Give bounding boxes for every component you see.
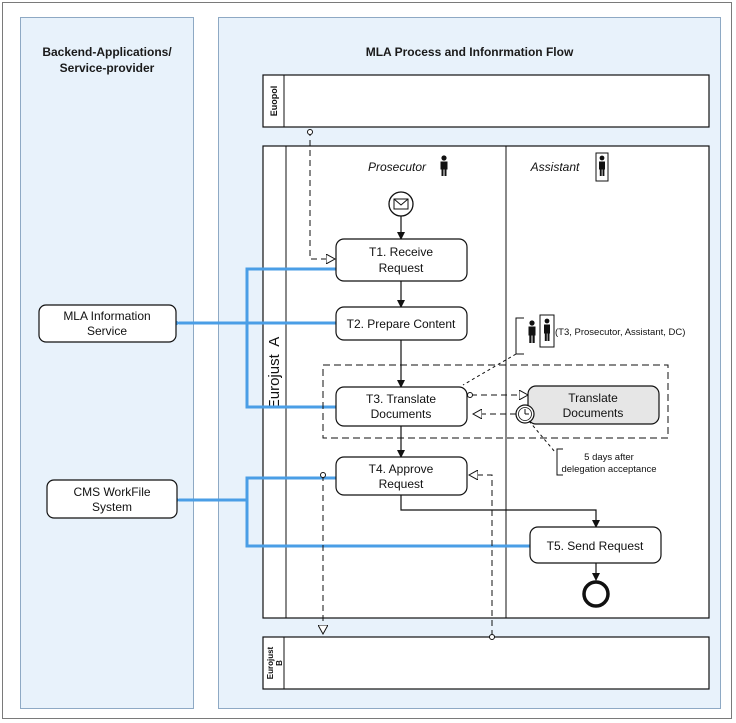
pool-eurojust-b-label1: Eurojust bbox=[266, 646, 275, 679]
person-icon bbox=[595, 152, 609, 182]
clock-icon bbox=[515, 404, 535, 424]
task-t1-line1: T1. Receive bbox=[369, 245, 433, 259]
process-title: MLA Process and Infonrmation Flow bbox=[365, 45, 574, 59]
information-flows bbox=[169, 267, 530, 548]
flow-t1-t3 bbox=[245, 267, 337, 409]
delegation-annotation: (T3, Prosecutor, Assistant, DC) bbox=[555, 327, 685, 338]
message-origin bbox=[307, 129, 313, 135]
pool-eurojust-b-label2: B bbox=[275, 660, 284, 666]
person-icon bbox=[440, 155, 448, 176]
task-t2-prepare-content[interactable]: T2. Prepare Content bbox=[335, 306, 468, 341]
process-diagram: Euopol Eurojust A Eurojust B Prosecutor … bbox=[38, 74, 710, 690]
task-t3-line2: Documents bbox=[371, 407, 432, 421]
deadline-line1: 5 days after bbox=[584, 452, 634, 463]
task-t5-label: T5. Send Request bbox=[547, 539, 644, 553]
deadline-line2: delegation acceptance bbox=[561, 464, 656, 475]
task-t5-send-request[interactable]: T5. Send Request bbox=[529, 526, 662, 564]
annotation-bracket bbox=[515, 317, 524, 355]
pool-eurojust-b: Eurojust B bbox=[262, 636, 710, 690]
service-cms-line1: CMS WorkFile bbox=[73, 485, 150, 499]
task-translate-line2: Documents bbox=[563, 406, 624, 420]
end-event-icon bbox=[582, 580, 610, 608]
task-t1-receive-request[interactable]: T1. Receive Request bbox=[335, 238, 468, 282]
lane-assistant-label: Assistant bbox=[530, 160, 580, 174]
backend-title-line2: Service-provider bbox=[59, 61, 155, 75]
flow-t4-t5 bbox=[245, 476, 530, 548]
annotation-bracket bbox=[556, 448, 563, 476]
task-translate-line1: Translate bbox=[568, 391, 618, 405]
task-t4-approve-request[interactable]: T4. Approve Request bbox=[335, 456, 468, 496]
task-t1-line2: Request bbox=[379, 261, 424, 275]
message-origin bbox=[489, 634, 495, 640]
task-t3-line1: T3. Translate bbox=[366, 392, 436, 406]
annotation-connector bbox=[462, 353, 517, 386]
envelope-icon bbox=[393, 198, 409, 210]
message-origin bbox=[320, 472, 326, 478]
annotation-connector bbox=[528, 420, 556, 453]
service-cms-workfile[interactable]: CMS WorkFile System bbox=[46, 479, 178, 519]
service-cms-line2: System bbox=[92, 500, 132, 514]
service-mla-information[interactable]: MLA Information Service bbox=[38, 304, 177, 343]
task-t4-line1: T4. Approve bbox=[369, 462, 434, 476]
message-flows bbox=[309, 130, 528, 636]
person-icon bbox=[539, 314, 555, 348]
task-t3-translate-documents[interactable]: T3. Translate Documents bbox=[335, 386, 468, 427]
service-mla-line1: MLA Information bbox=[63, 309, 150, 323]
task-t4-line2: Request bbox=[379, 477, 424, 491]
backend-panel: Backend-Applications/ Service-provider bbox=[20, 17, 194, 709]
lane-prosecutor-label: Prosecutor bbox=[368, 160, 427, 174]
pool-euopol: Euopol bbox=[262, 74, 710, 128]
task-translate-documents-delegated[interactable]: Translate Documents bbox=[527, 385, 660, 425]
sequence-flows bbox=[397, 216, 600, 581]
pool-eurojust-a-label: Eurojust A bbox=[266, 337, 283, 410]
person-icon bbox=[528, 320, 536, 343]
backend-title-line1: Backend-Applications/ bbox=[42, 45, 172, 59]
service-mla-line2: Service bbox=[87, 324, 127, 338]
message-origin bbox=[467, 392, 473, 398]
start-event bbox=[388, 191, 414, 217]
pool-euopol-label: Euopol bbox=[269, 86, 279, 117]
task-t2-label: T2. Prepare Content bbox=[347, 317, 456, 331]
